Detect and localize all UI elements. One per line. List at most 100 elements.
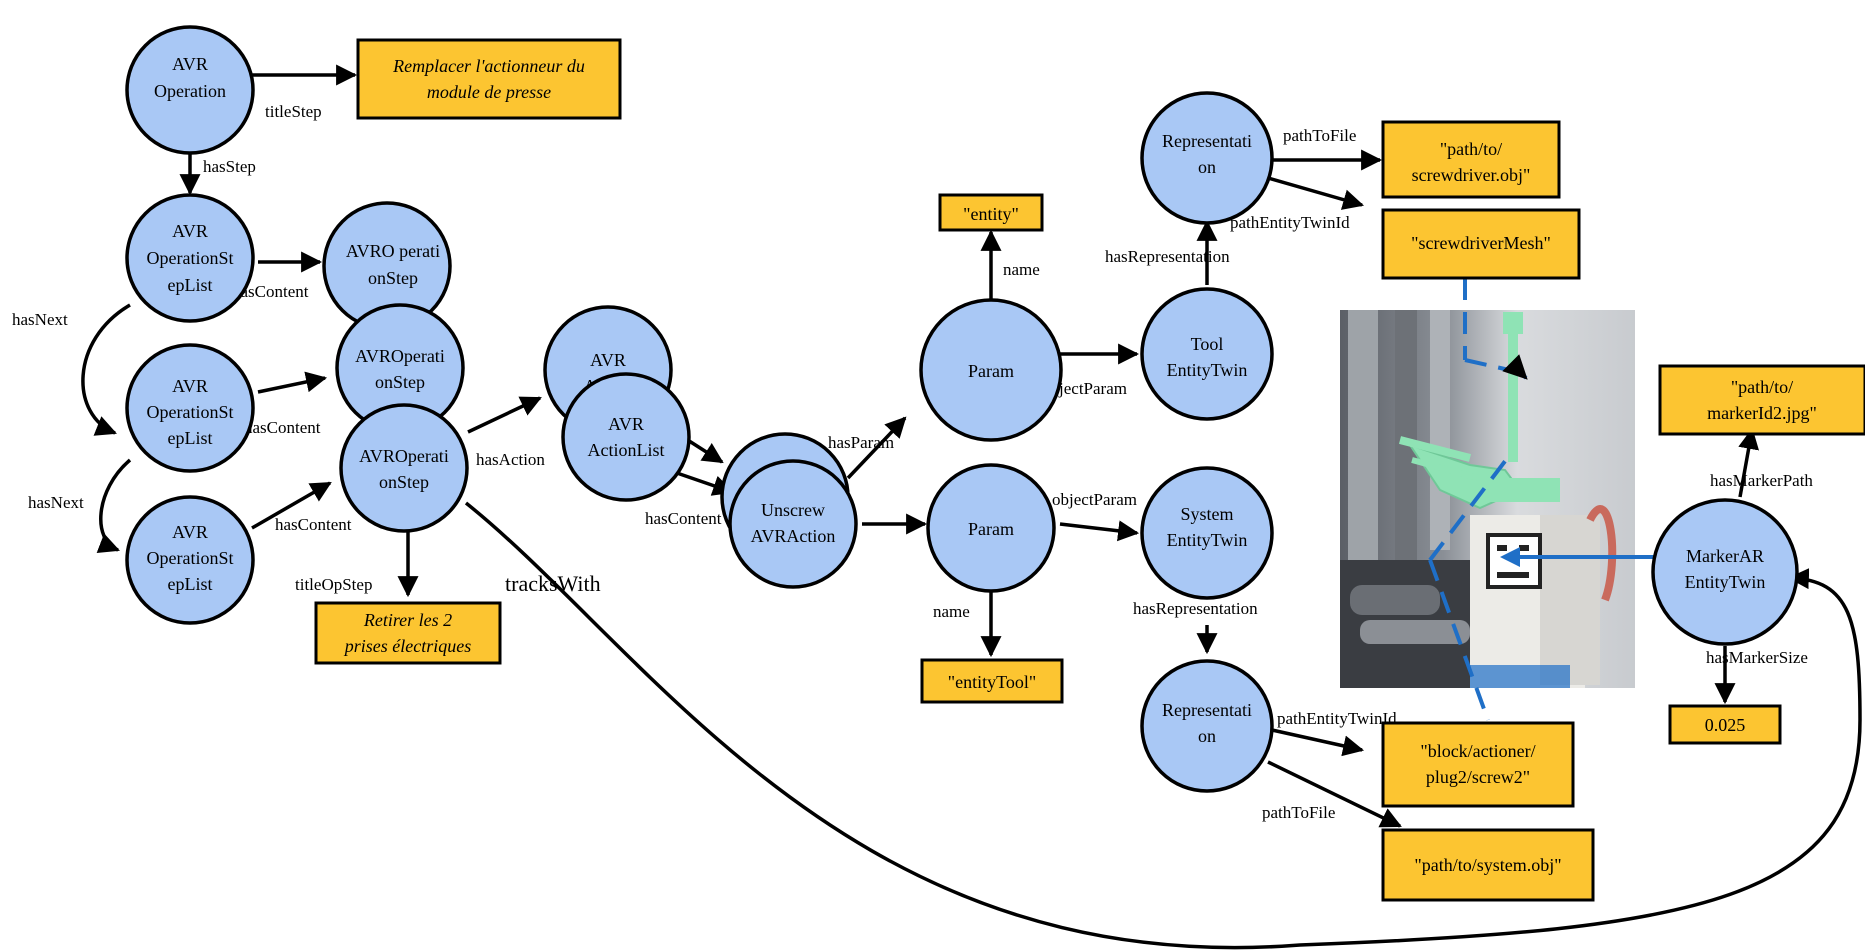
node-avr-operation-step-2: AVROperati onStep bbox=[335, 303, 465, 433]
node-avr-operation: AVR Operation bbox=[125, 25, 255, 155]
svg-text:Operation: Operation bbox=[154, 81, 226, 101]
svg-text:"screwdriverMesh": "screwdriverMesh" bbox=[1411, 233, 1551, 253]
literal-title-step: Remplacer l'actionneur du module de pres… bbox=[356, 38, 622, 120]
svg-text:hasContent: hasContent bbox=[244, 418, 321, 437]
svg-text:plug2/screw2": plug2/screw2" bbox=[1426, 767, 1530, 787]
edge-object-param-1: objectParam bbox=[1042, 343, 1140, 398]
node-param-1: Param bbox=[919, 298, 1063, 442]
node-avr-operation-step-3: AVROperati onStep bbox=[339, 403, 469, 533]
svg-text:AVR: AVR bbox=[590, 350, 626, 370]
svg-text:Param: Param bbox=[968, 519, 1014, 539]
literal-screwdriver-mesh: "screwdriverMesh" bbox=[1381, 208, 1581, 280]
edge-has-content-2: hasContent bbox=[244, 371, 328, 437]
photo-ar-setup bbox=[1340, 310, 1635, 688]
svg-text:onStep: onStep bbox=[375, 372, 425, 392]
literal-title-op-step: Retirer les 2 prises électriques bbox=[314, 601, 502, 665]
svg-text:hasParam: hasParam bbox=[828, 433, 894, 452]
edge-name-1: name bbox=[980, 229, 1040, 300]
edge-path-entity-twin-id-1: pathEntityTwinId bbox=[1230, 176, 1365, 232]
edge-title-op-step: titleOpStep bbox=[295, 530, 419, 598]
edge-title-step: titleStep bbox=[252, 64, 358, 121]
node-representation-2: Representati on bbox=[1140, 659, 1274, 793]
edge-has-content-3: hasContent bbox=[251, 481, 352, 534]
svg-text:pathToFile: pathToFile bbox=[1262, 803, 1335, 822]
svg-text:hasNext: hasNext bbox=[12, 310, 68, 329]
edge-tracks-with: tracksWith bbox=[464, 501, 1862, 950]
svg-text:objectParam: objectParam bbox=[1042, 379, 1127, 398]
svg-text:onStep: onStep bbox=[379, 472, 429, 492]
svg-text:hasRepresentation: hasRepresentation bbox=[1105, 247, 1230, 266]
svg-text:Remplacer l'actionneur du: Remplacer l'actionneur du bbox=[392, 56, 585, 76]
svg-text:AVROperati: AVROperati bbox=[359, 446, 449, 466]
svg-text:pathEntityTwinId: pathEntityTwinId bbox=[1230, 213, 1350, 232]
svg-text:hasNext: hasNext bbox=[28, 493, 84, 512]
edge-name-2: name bbox=[933, 590, 1002, 658]
node-tool-entity-twin: Tool EntityTwin bbox=[1140, 287, 1274, 421]
svg-text:AVROperati: AVROperati bbox=[355, 346, 445, 366]
svg-text:Retirer les 2: Retirer les 2 bbox=[363, 610, 452, 630]
svg-text:System: System bbox=[1180, 504, 1233, 524]
svg-text:EntityTwin: EntityTwin bbox=[1167, 530, 1248, 550]
svg-text:AVR: AVR bbox=[172, 54, 208, 74]
svg-text:hasContent: hasContent bbox=[645, 509, 722, 528]
node-unscrew-avr-action: Unscrew AVRAction bbox=[728, 459, 858, 589]
svg-text:"path/to/: "path/to/ bbox=[1731, 377, 1793, 397]
svg-text:EntityTwin: EntityTwin bbox=[1167, 360, 1248, 380]
literal-marker-size: 0.025 bbox=[1668, 704, 1782, 745]
svg-text:"entityTool": "entityTool" bbox=[948, 672, 1036, 692]
node-representation-1: Representati on bbox=[1140, 91, 1274, 225]
svg-text:"entity": "entity" bbox=[963, 204, 1019, 224]
svg-text:AVRO perati: AVRO perati bbox=[346, 241, 440, 261]
svg-text:ActionList: ActionList bbox=[588, 440, 665, 460]
svg-text:hasAction: hasAction bbox=[476, 450, 545, 469]
svg-text:hasContent: hasContent bbox=[232, 282, 309, 301]
svg-text:Representati: Representati bbox=[1162, 131, 1252, 151]
svg-text:EntityTwin: EntityTwin bbox=[1685, 572, 1766, 592]
svg-text:hasMarkerPath: hasMarkerPath bbox=[1710, 471, 1813, 490]
svg-text:epList: epList bbox=[168, 428, 213, 448]
edges: titleStep hasStep hasNext hasNext hasCon… bbox=[12, 64, 1862, 950]
svg-text:epList: epList bbox=[168, 574, 213, 594]
svg-text:prises électriques: prises électriques bbox=[343, 636, 471, 656]
literal-screwdriver-obj: "path/to/ screwdriver.obj" bbox=[1381, 120, 1561, 199]
node-param-2: Param bbox=[926, 463, 1056, 593]
svg-text:hasMarkerSize: hasMarkerSize bbox=[1706, 648, 1808, 667]
edge-object-param-2: objectParam bbox=[1052, 490, 1140, 542]
svg-text:screwdriver.obj": screwdriver.obj" bbox=[1412, 165, 1531, 185]
svg-text:onStep: onStep bbox=[368, 268, 418, 288]
svg-text:AVR: AVR bbox=[608, 414, 644, 434]
svg-text:module de presse: module de presse bbox=[427, 82, 551, 102]
edge-has-representation-1: hasRepresentation bbox=[1105, 219, 1230, 285]
svg-text:name: name bbox=[1003, 260, 1040, 279]
svg-text:on: on bbox=[1198, 726, 1216, 746]
svg-text:hasContent: hasContent bbox=[275, 515, 352, 534]
svg-text:AVR: AVR bbox=[172, 221, 208, 241]
svg-text:hasRepresentation: hasRepresentation bbox=[1133, 599, 1258, 618]
node-marker-ar-entity-twin: MarkerAR EntityTwin bbox=[1651, 498, 1799, 646]
edge-has-action: hasAction bbox=[467, 396, 545, 469]
svg-text:0.025: 0.025 bbox=[1705, 715, 1746, 735]
svg-text:on: on bbox=[1198, 157, 1216, 177]
edge-has-param: hasParam bbox=[828, 416, 907, 480]
svg-text:"block/actioner/: "block/actioner/ bbox=[1420, 741, 1535, 761]
svg-text:OperationSt: OperationSt bbox=[147, 248, 234, 268]
svg-text:Representati: Representati bbox=[1162, 700, 1252, 720]
node-avr-operation-step-list-1: AVR OperationSt epList bbox=[125, 193, 255, 323]
svg-text:"path/to/: "path/to/ bbox=[1440, 139, 1502, 159]
svg-text:AVR: AVR bbox=[172, 376, 208, 396]
edge-path-to-file-2: pathToFile bbox=[1262, 760, 1402, 828]
svg-text:pathEntityTwinId: pathEntityTwinId bbox=[1277, 709, 1397, 728]
svg-text:pathToFile: pathToFile bbox=[1283, 126, 1356, 145]
edge-has-next-1: hasNext bbox=[12, 303, 131, 436]
edge-has-marker-path: hasMarkerPath bbox=[1710, 427, 1813, 498]
svg-text:markerId2.jpg": markerId2.jpg" bbox=[1707, 403, 1817, 423]
svg-text:titleStep: titleStep bbox=[265, 102, 322, 121]
edge-has-content-1: hasContent bbox=[232, 251, 323, 301]
blue-annotations bbox=[1428, 278, 1660, 721]
node-avr-action-list: AVR ActionList bbox=[561, 372, 691, 502]
svg-text:OperationSt: OperationSt bbox=[147, 548, 234, 568]
literal-entity: "entity" bbox=[938, 193, 1044, 232]
svg-text:objectParam: objectParam bbox=[1052, 490, 1137, 509]
svg-text:Tool: Tool bbox=[1191, 334, 1224, 354]
